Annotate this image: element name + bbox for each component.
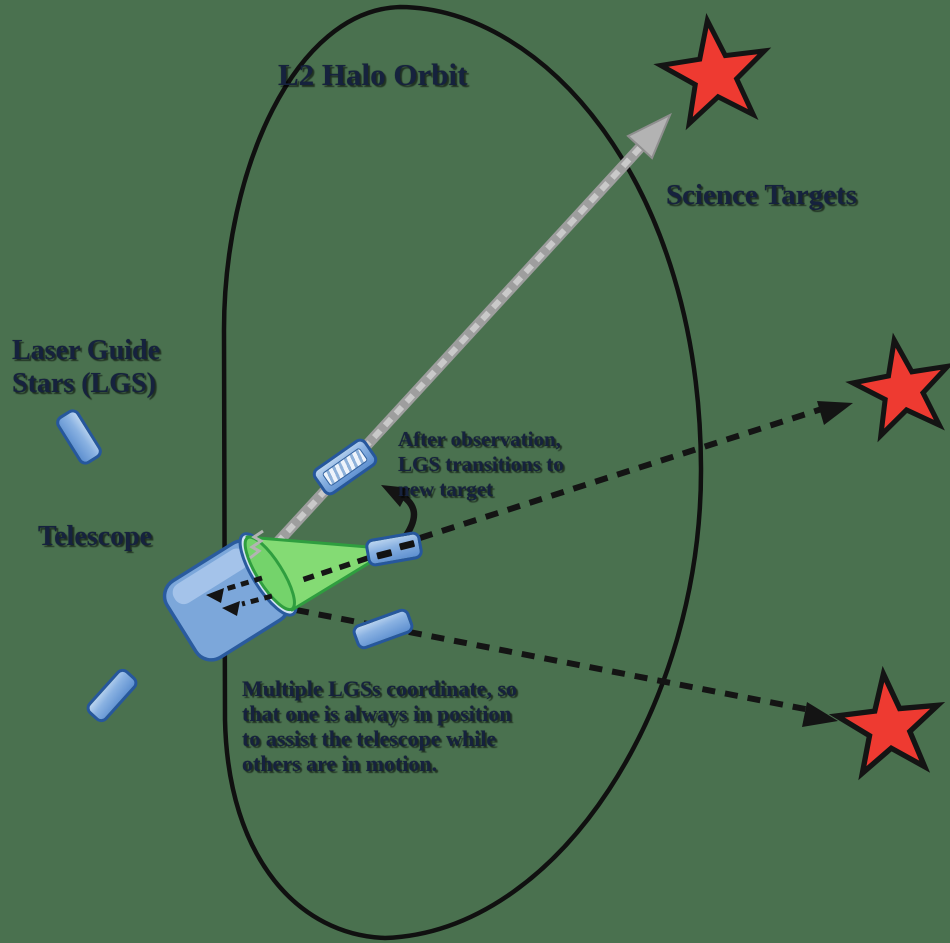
science-target-star-bottom [828, 665, 946, 781]
beam-dash-icon [376, 549, 393, 560]
after-observation-line-1: After observation, [398, 427, 561, 451]
lgs-beam-upper [419, 401, 853, 541]
after-observation-line-2: LGS transitions to [398, 452, 564, 476]
transition-arrow-arrowhead-icon [381, 485, 410, 507]
mouth-inner-arrowhead-1-icon [206, 588, 224, 603]
cone-inner-dashes [295, 549, 387, 585]
lgs-label-line-2: Stars (LGS) [12, 368, 156, 399]
science-beam-ribs [263, 136, 651, 558]
lgs-label-line-1: Laser Guide [12, 335, 161, 366]
after-observation-line-3: new target [398, 477, 494, 501]
telescope-label: Telescope [38, 521, 153, 552]
mouth-inner-arrowhead-2-icon [222, 601, 240, 616]
lgs-beam-lower [295, 607, 838, 727]
beam-dash-icon [398, 539, 416, 551]
coordination-line-2: that one is always in position [242, 701, 512, 726]
after-observation-annotation: After observation, LGS transitions to ne… [398, 427, 564, 502]
telescope-group [162, 529, 394, 662]
orbit-title: L2 Halo Orbit [278, 57, 468, 92]
laser-guide-stars-label: Laser Guide Stars (LGS) [12, 334, 160, 400]
lgs-beam-lower-dashes [295, 607, 811, 713]
science-targets-label: Science Targets [666, 179, 857, 211]
science-target-star-middle [845, 332, 950, 443]
telescope-barrel-highlight [172, 548, 248, 605]
lgs-beam-upper-arrowhead-icon [817, 401, 853, 425]
science-target-star-top [653, 12, 772, 131]
coordination-line-1: Multiple LGSs coordinate, so [242, 676, 518, 701]
science-beam-arrowhead-icon [626, 112, 672, 160]
coordination-line-3: to assist the telescope while [242, 726, 497, 751]
lgs-beam-lower-arrowhead-icon [802, 702, 838, 727]
laser-zigzag-icon [249, 529, 264, 560]
coordination-line-4: others are in motion. [242, 751, 438, 776]
mouth-inner-dashes-1 [225, 575, 263, 592]
mouth-inner-dashes-2 [241, 593, 273, 607]
science-target-stars [653, 12, 950, 781]
lgs-beam-upper-dashes [419, 404, 829, 541]
l2-halo-orbit-ellipse [221, 4, 704, 941]
coordination-annotation: Multiple LGSs coordinate, so that one is… [242, 676, 517, 776]
